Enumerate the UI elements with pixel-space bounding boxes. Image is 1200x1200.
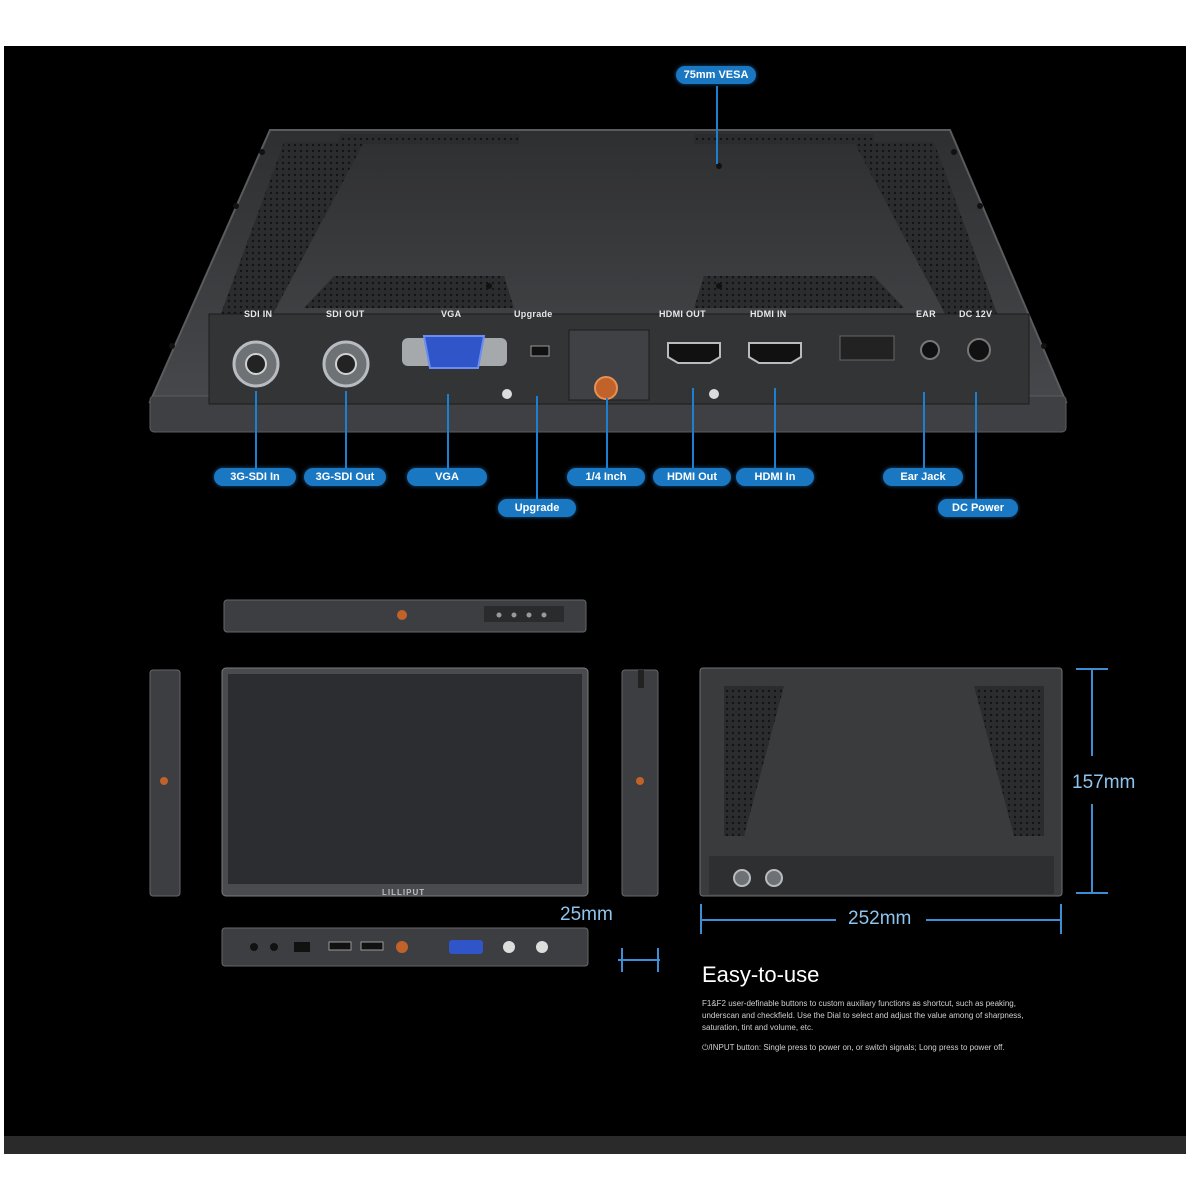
height-dimension-line-top (1091, 668, 1093, 756)
port-label-dc: DC 12V (959, 309, 993, 319)
callout-hdmi-in: HDMI In (736, 468, 814, 486)
callout-vga: VGA (407, 468, 487, 486)
width-dimension-line-left (700, 919, 836, 921)
brand-logo: LILLIPUT (382, 888, 426, 897)
port-label-hdmi-in: HDMI IN (750, 309, 787, 319)
leader-line-sdi-in (255, 391, 257, 469)
height-dimension-label: 157mm (1072, 772, 1136, 793)
leader-line-vesa (716, 86, 718, 164)
feature-paragraph-2: ⏻/INPUT button: Single press to power on… (702, 1043, 1005, 1052)
depth-dimension-label: 25mm (560, 904, 613, 925)
leader-line-hdmi-out (692, 388, 694, 469)
callout-upgrade: Upgrade (498, 499, 576, 517)
depth-dimension-tick-right (657, 948, 659, 972)
leader-line-vga (447, 394, 449, 469)
port-label-sdi-in: SDI IN (244, 309, 273, 319)
width-dimension-tick-right (1060, 904, 1062, 934)
port-label-ear: EAR (916, 309, 936, 319)
callout-ear-jack: Ear Jack (883, 468, 963, 486)
feature-paragraph-1: F1&F2 user-definable buttons to custom a… (702, 999, 1024, 1032)
leader-line-quarter-inch (606, 398, 608, 469)
width-dimension-line-right (926, 919, 1062, 921)
leader-line-sdi-out (345, 391, 347, 469)
callout-hdmi-out: HDMI Out (653, 468, 731, 486)
callout-3g-sdi-out: 3G-SDI Out (304, 468, 386, 486)
monitor-rear-illustration (148, 129, 1068, 433)
leader-line-upgrade (536, 396, 538, 500)
callout-vesa: 75mm VESA (676, 66, 756, 84)
width-dimension-tick-left (700, 904, 702, 934)
height-dimension-line-bottom (1091, 804, 1093, 894)
port-label-upgrade: Upgrade (514, 309, 553, 319)
leader-line-hdmi-in (774, 388, 776, 469)
callout-3g-sdi-in: 3G-SDI In (214, 468, 296, 486)
port-label-sdi-out: SDI OUT (326, 309, 365, 319)
feature-title: Easy-to-use (702, 962, 820, 987)
callout-quarter-inch: 1/4 Inch (567, 468, 645, 486)
leader-line-dc-power (975, 392, 977, 500)
port-label-hdmi-out: HDMI OUT (659, 309, 706, 319)
depth-dimension-tick-left (621, 948, 623, 972)
orthographic-views-illustration (149, 599, 1063, 967)
leader-line-ear-jack (923, 392, 925, 469)
depth-dimension-line (618, 959, 660, 961)
height-dimension-tick-bottom (1076, 892, 1108, 894)
product-panel: SDI IN SDI OUT VGA Upgrade HDMI OUT HDMI… (4, 46, 1186, 1154)
port-label-vga: VGA (441, 309, 462, 319)
height-dimension-tick-top (1076, 668, 1108, 670)
width-dimension-label: 252mm (848, 908, 912, 929)
callout-dc-power: DC Power (938, 499, 1018, 517)
bottom-bar (4, 1136, 1186, 1154)
